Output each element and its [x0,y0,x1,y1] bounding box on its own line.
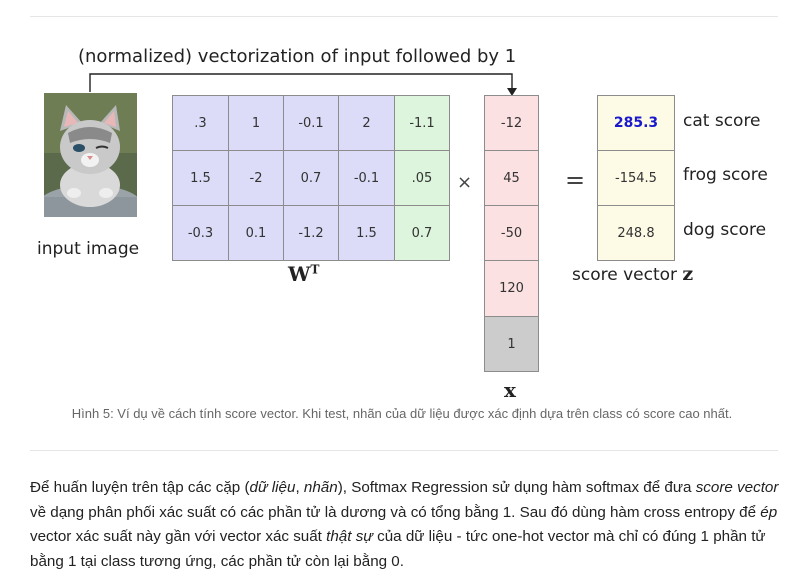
wt-label: WT [288,262,319,286]
bias-cell: -1.1 [394,95,450,151]
appended-one-cell: 1 [484,316,539,372]
vectorization-header: (normalized) vectorization of input foll… [78,46,517,67]
para-italic: thật sự [326,528,373,546]
wt-label-sup: T [310,262,320,277]
w-cell: -1.2 [283,205,339,261]
caption-divider [30,450,778,451]
score-vector-label: score vector z [572,263,693,285]
kitten-image [44,93,137,217]
para-text: , [295,479,304,496]
w-cell: 1.5 [172,150,229,206]
top-divider [30,16,778,17]
w-cell: 0.7 [283,150,339,206]
body-paragraph: Để huấn luyện trên tập các cặp (dữ liệu,… [30,476,782,574]
score-cell-cat: 285.3 [597,95,675,151]
x-cell: -12 [484,95,539,151]
w-cell: 0.1 [228,205,284,261]
x-cell: 120 [484,260,539,317]
para-italic: dữ liệu [249,479,296,496]
w-cell: 1 [228,95,284,151]
w-cell: .3 [172,95,229,151]
para-text: ), Softmax Regression sử dụng hàm softma… [337,479,696,496]
w-cell: 1.5 [338,205,395,261]
para-italic: score vector [695,479,779,496]
para-italic: ép [760,503,778,521]
w-cell: -2 [228,150,284,206]
connector-arrow [89,73,517,96]
score-vector-figure: (normalized) vectorization of input foll… [37,46,768,402]
bias-cell: 0.7 [394,205,450,261]
w-cell: -0.3 [172,205,229,261]
score-cell-dog: 248.8 [597,205,675,261]
figure-caption: Hình 5: Ví dụ về cách tính score vector.… [71,406,733,421]
para-text: về dạng phân phối xác suất có các phần t… [30,503,761,521]
bias-cell: .05 [394,150,450,206]
para-text: vector xác suất này gần với vector xác s… [30,528,327,546]
para-italic: nhãn [303,479,338,496]
times-symbol: × [457,172,473,193]
w-cell: -0.1 [283,95,339,151]
para-text: Để huấn luyện trên tập các cặp ( [30,479,250,496]
class-label-dog: dog score [683,220,767,240]
x-cell: 45 [484,150,539,206]
score-cell-frog: -154.5 [597,150,675,206]
w-cell: -0.1 [338,150,395,206]
wt-label-base: W [288,262,311,286]
input-image-label: input image [37,239,140,259]
equals-symbol: = [565,166,586,194]
score-vector-label-text: score vector [572,265,683,285]
x-cell: -50 [484,205,539,261]
class-label-frog: frog score [683,165,768,185]
class-label-cat: cat score [683,111,761,131]
score-vector-label-var: z [682,263,694,285]
para-text: của dữ liệu - tức one-hot vector mà chỉ … [30,528,766,570]
w-cell: 2 [338,95,395,151]
x-label: x [504,378,516,402]
